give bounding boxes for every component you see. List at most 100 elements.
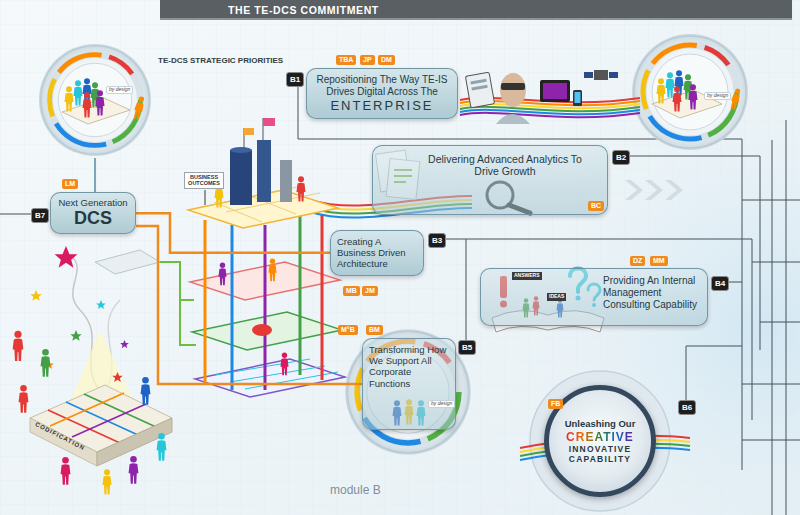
building-illustration <box>192 312 342 350</box>
top-right-ring <box>673 86 682 111</box>
node-text: Repositioning The Way TE-IS Drives Digit… <box>315 74 449 98</box>
digital-devices <box>543 83 567 99</box>
codification-illustration <box>13 246 172 495</box>
top-left-ring <box>132 96 146 121</box>
owner-tag: TBA <box>336 55 356 65</box>
network-lines <box>772 140 773 515</box>
callout-number: B5 <box>458 340 476 355</box>
owner-tag: FB <box>548 399 563 409</box>
network-lines <box>0 86 800 515</box>
codification-illustration <box>19 385 29 413</box>
network-lines <box>742 384 800 385</box>
digital-devices <box>465 72 494 108</box>
codification-illustration <box>72 404 146 437</box>
node-content: Creating A Business Driven Architecture <box>337 236 417 270</box>
building-illustration <box>230 147 252 153</box>
codification-illustration <box>129 456 139 484</box>
digital-devices <box>470 79 486 85</box>
network-lines <box>742 440 800 441</box>
codification-illustration <box>41 349 51 377</box>
codification-illustration <box>103 469 112 494</box>
top-right-ring <box>657 78 666 103</box>
network-lines <box>0 214 31 215</box>
digital-devices <box>584 72 593 78</box>
title-bar <box>160 0 792 20</box>
node-text: Next Generation <box>55 197 131 208</box>
building-illustration <box>230 150 252 205</box>
codification-illustration <box>141 377 151 405</box>
codification-illustration <box>70 330 81 341</box>
priority-box: Creating A Business Driven Architecture <box>330 230 424 276</box>
node-content: Unleashing OurCREATIVEINNOVATIVE CAPABIL… <box>549 390 651 492</box>
building-illustration <box>204 190 206 205</box>
owner-tag: JP <box>360 55 375 65</box>
tree-lines <box>180 300 196 345</box>
node-text: Providing An Internal Management Consult… <box>603 275 701 310</box>
callout-number: B2 <box>612 150 630 165</box>
digital-devices <box>501 83 525 90</box>
node-content: Next GenerationDCS <box>55 197 131 229</box>
building-illustration <box>268 258 276 281</box>
node-content: Repositioning The Way TE-IS Drives Digit… <box>315 74 449 113</box>
node-content: Providing An Internal Management Consult… <box>603 275 701 310</box>
top-left-ring <box>96 90 105 115</box>
codification-illustration <box>13 331 24 361</box>
tree-lines <box>136 262 196 345</box>
priority-box: Delivering Advanced Analytics To Drive G… <box>372 145 608 215</box>
building-illustration <box>297 176 306 201</box>
digital-devices <box>575 92 581 103</box>
chevrons <box>625 180 643 200</box>
callout-number: B1 <box>286 72 304 87</box>
owner-tag: MB <box>343 286 360 296</box>
owner-tag: BC <box>588 201 604 211</box>
network-lines <box>686 346 742 400</box>
creative-ring <box>520 371 690 511</box>
top-right-ring <box>729 88 742 111</box>
node-subtext: DCS <box>55 208 131 229</box>
top-left-ring <box>39 44 151 156</box>
node-content: Delivering Advanced Analytics To Drive G… <box>423 153 587 178</box>
building-illustration <box>188 118 345 397</box>
top-right-ring <box>689 84 698 109</box>
codification-illustration <box>96 300 106 309</box>
codification-illustration <box>84 394 156 427</box>
title-bar <box>160 18 792 20</box>
tree-lines <box>136 262 194 300</box>
building-illustration <box>280 160 292 202</box>
building-illustration <box>231 225 234 390</box>
codification-illustration <box>66 402 138 435</box>
digital-devices <box>496 114 530 124</box>
owner-tag: DM <box>378 55 395 65</box>
digital-devices <box>573 90 582 106</box>
design-tag: by design <box>106 86 133 94</box>
top-right-ring <box>632 34 748 150</box>
node-subtext: ENTERPRISE <box>315 98 449 113</box>
callout-number: B7 <box>31 208 49 223</box>
codification-illustration <box>112 372 122 382</box>
building-illustration <box>244 128 254 135</box>
digital-devices <box>500 73 526 107</box>
design-tag: by design <box>704 92 731 100</box>
building-illustration <box>263 118 275 126</box>
top-left-ring <box>83 92 92 117</box>
codification-label: CODIFICATION <box>34 421 86 452</box>
design-tag: by design <box>428 400 455 408</box>
node-content: Transforming How We Support All Corporat… <box>369 344 449 389</box>
connector-layer <box>136 213 362 384</box>
chevrons <box>645 180 663 200</box>
node-text: Transforming How We Support All Corporat… <box>369 344 449 389</box>
building-illustration <box>257 140 271 202</box>
top-left-ring <box>94 158 96 192</box>
network-lines <box>760 322 800 323</box>
network-lines <box>752 262 800 263</box>
codification-illustration <box>30 290 41 301</box>
corporate-ring <box>345 329 471 455</box>
owner-tag: BM <box>366 325 383 335</box>
building-illustration <box>205 210 322 390</box>
owner-tag: DZ <box>630 256 645 266</box>
idea-tag: ANSWERS <box>512 272 542 280</box>
